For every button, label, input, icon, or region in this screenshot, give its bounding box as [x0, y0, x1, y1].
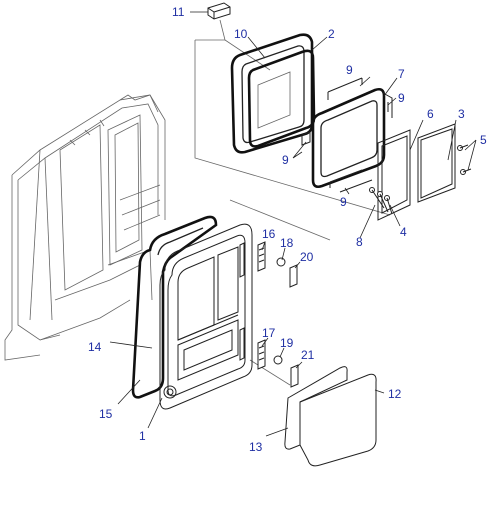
label-9-a: 9: [346, 63, 353, 77]
part-14-15-door-glass: [131, 215, 218, 399]
label-1: 1: [139, 429, 146, 443]
label-9-b: 9: [398, 91, 405, 105]
part-3-side-panel: [417, 123, 456, 203]
label-12: 12: [388, 387, 402, 401]
part-8-fasteners: [369, 187, 393, 215]
parts-16-21-fittings: [257, 241, 299, 388]
label-4: 4: [400, 225, 407, 239]
label-10: 10: [234, 27, 248, 41]
label-20: 20: [300, 250, 314, 264]
part-7-lower-glass: [311, 87, 386, 189]
part-11-cap: [207, 2, 231, 20]
part-1-door: [159, 223, 253, 410]
label-16: 16: [262, 227, 276, 241]
label-13: 13: [249, 440, 263, 454]
cab-frame: [4, 94, 166, 361]
label-11: 11: [172, 5, 185, 19]
label-5: 5: [480, 133, 487, 147]
label-2: 2: [328, 27, 335, 41]
label-8: 8: [356, 235, 363, 249]
label-9-d: 9: [340, 195, 347, 209]
label-15: 15: [99, 407, 113, 421]
part-12-13-lower-panel: [284, 366, 377, 467]
part-9-clips: [301, 77, 393, 193]
label-17: 17: [262, 326, 276, 340]
part-labels: 11 10 2 9 7 9 6 3 5 9 9 4 8 16 18 20 17 …: [88, 5, 487, 454]
explode-lines: [194, 19, 391, 386]
label-21: 21: [301, 348, 315, 362]
label-7: 7: [398, 67, 405, 81]
label-6: 6: [427, 107, 434, 121]
label-18: 18: [280, 236, 294, 250]
label-19: 19: [280, 336, 294, 350]
label-9-c: 9: [282, 153, 289, 167]
label-3: 3: [458, 107, 465, 121]
leader-lines: [109, 11, 477, 437]
label-14: 14: [88, 340, 102, 354]
part-5-bolts: [457, 144, 472, 175]
